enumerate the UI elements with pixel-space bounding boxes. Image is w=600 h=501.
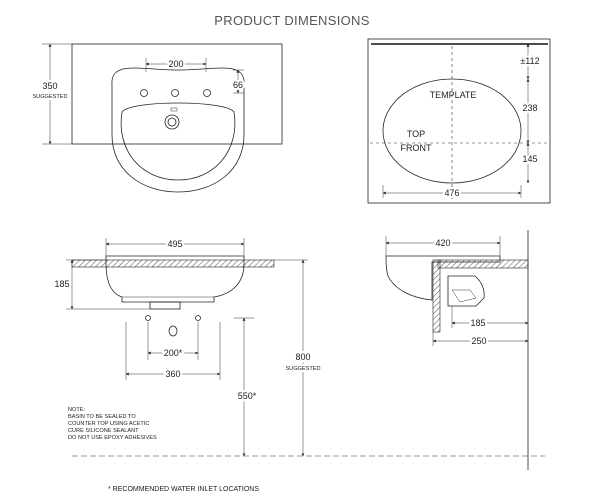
note-line-3: CURE SILICONE SEALANT <box>68 428 139 434</box>
basin-rim <box>111 67 245 193</box>
dim-350-label: 350 <box>42 81 57 91</box>
front-waste <box>149 301 181 310</box>
side-basin-body <box>385 255 501 301</box>
dim-800-note: SUGGESTED <box>285 366 320 372</box>
front-basin-body <box>105 255 245 303</box>
dim-238-label: 238 <box>522 103 537 113</box>
front-view: 495 185 200* 360 550* 800 SUGGESTED <box>52 237 545 457</box>
dim-476-label: 476 <box>444 188 459 198</box>
dim-250-label: 250 <box>471 336 486 346</box>
template-frame <box>367 38 551 204</box>
waste-outlet <box>168 325 178 337</box>
footnote: * RECOMMENDED WATER INLET LOCATIONS <box>108 486 259 493</box>
dim-200-inlet-label: 200* <box>164 348 183 358</box>
dim-350-note: SUGGESTED <box>32 94 67 100</box>
dim-185-label: 185 <box>54 279 69 289</box>
page-title: PRODUCT DIMENSIONS <box>214 13 369 28</box>
note-line-4: DO NOT USE EPOXY ADHESIVES <box>68 435 157 441</box>
waste-inner <box>167 117 177 127</box>
dim-145-label: 145 <box>522 154 537 164</box>
note-line-2: COUNTER TOP USING ACETIC <box>68 421 149 427</box>
top-view: 200 350 SUGGESTED 66 <box>30 43 283 193</box>
dim-185-side-label: 185 <box>470 318 485 328</box>
counter-outline <box>71 43 283 145</box>
right-water-inlet <box>195 315 201 321</box>
overflow-slot <box>170 107 178 112</box>
dim-112-label: ±112 <box>520 56 539 66</box>
template-top-label: TOP <box>407 129 425 139</box>
dim-800-label: 800 <box>295 352 310 362</box>
side-view: 420 185 250 <box>385 230 529 470</box>
centre-tap-hole <box>171 89 179 97</box>
template-front-label: FRONT <box>401 143 432 153</box>
dim-495-label: 495 <box>167 239 182 249</box>
left-water-inlet <box>145 315 151 321</box>
dim-420-label: 420 <box>435 238 450 248</box>
installation-notes: NOTE: BASIN TO BE SEALED TO COUNTER TOP … <box>68 407 157 441</box>
dim-200-label: 200 <box>168 59 183 69</box>
dim-550-label: 550* <box>238 391 257 401</box>
left-tap-hole <box>140 89 148 97</box>
note-heading: NOTE: <box>68 407 86 413</box>
dim-66-label: 66 <box>233 80 243 90</box>
side-cabinet-panel <box>432 259 441 333</box>
dim-360-label: 360 <box>165 369 180 379</box>
template-view: TEMPLATE TOP FRONT ±112 238 145 476 <box>367 38 551 204</box>
template-label: TEMPLATE <box>430 90 477 100</box>
basin-bowl <box>120 102 236 181</box>
waste-outer <box>164 114 180 130</box>
side-counter <box>437 259 529 269</box>
right-tap-hole <box>203 89 211 97</box>
side-waste-trap <box>447 275 485 307</box>
note-line-1: BASIN TO BE SEALED TO <box>68 414 136 420</box>
